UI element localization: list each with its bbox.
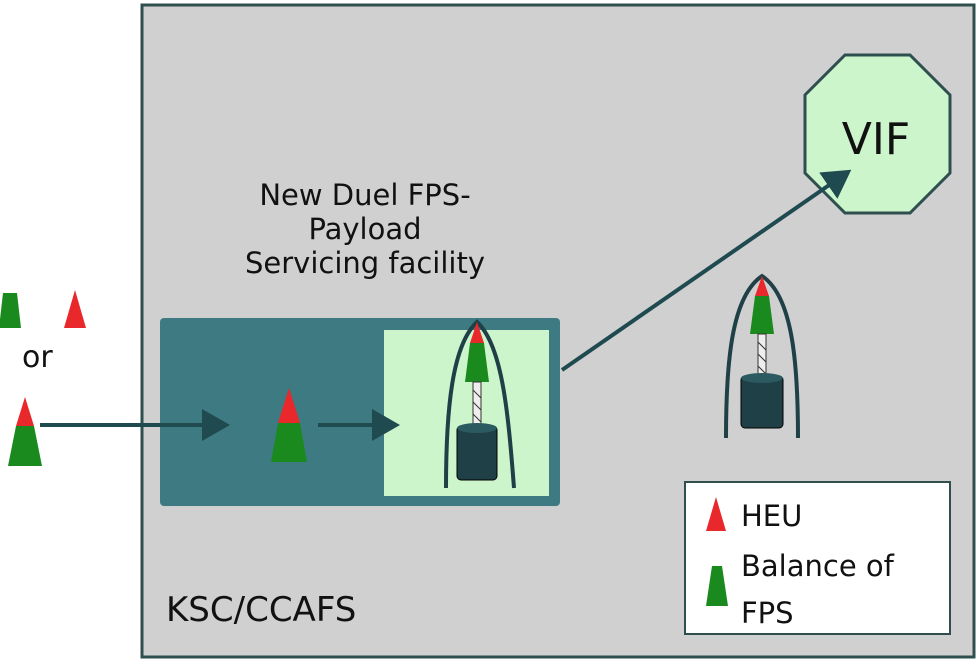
legend-balance-of-fps-icon: [706, 566, 728, 606]
site-label: KSC/CCAFS: [166, 590, 357, 630]
legend-heu-icon: [706, 497, 726, 531]
input-balance-of-fps-icon: [0, 293, 21, 328]
facility-title-line-3: Servicing facility: [244, 246, 486, 280]
legend-box: [684, 481, 951, 635]
legend-balance-label-line-1: Balance of: [741, 549, 894, 583]
facility-title-line-1: New Duel FPS-: [259, 178, 471, 212]
facility-title-line-2: Payload: [308, 212, 422, 246]
legend-balance-label-line-2: FPS: [741, 596, 794, 630]
arrow-to-vif: [560, 169, 852, 372]
or-label: or: [22, 340, 53, 375]
facility-fps-icon: [271, 388, 307, 462]
site-payload-assembly-icon: [724, 273, 800, 439]
legend-heu-label: HEU: [741, 499, 803, 533]
input-assembled-fps-icon: [8, 397, 42, 466]
bay-payload-assembly-icon: [444, 319, 516, 489]
input-heu-icon: [64, 290, 86, 328]
facility-title: New Duel FPS- Payload Servicing facility: [200, 178, 530, 280]
vif-label: VIF: [841, 114, 911, 165]
